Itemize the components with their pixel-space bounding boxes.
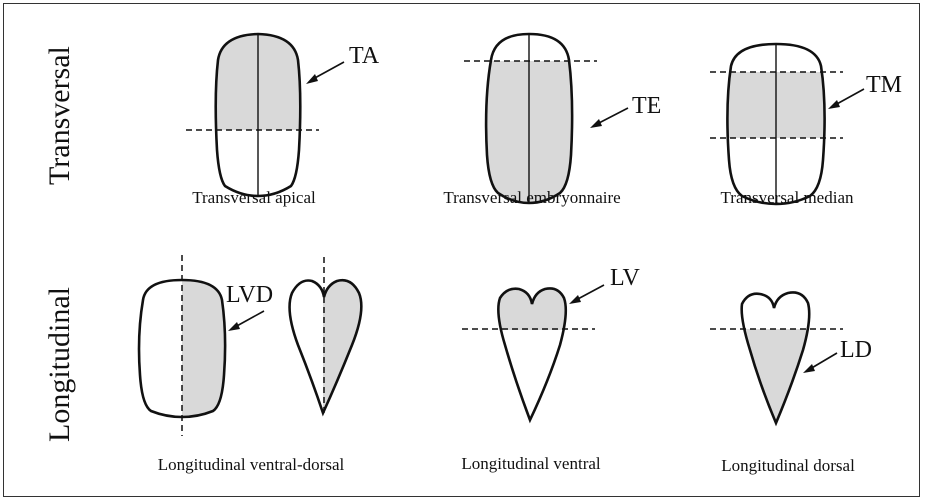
caption-te: Transversal embryonnaire bbox=[443, 188, 620, 207]
code-ta: TA bbox=[349, 43, 380, 69]
code-ld: LD bbox=[840, 337, 872, 363]
caption-lvd: Longitudinal ventral-dorsal bbox=[158, 455, 345, 474]
seed-longitudinal-ventral bbox=[462, 280, 604, 420]
row-title-longitudinal: Longitudinal bbox=[43, 287, 76, 442]
seed-transversal-apical bbox=[186, 20, 344, 196]
seed-transversal-embryonnaire bbox=[464, 34, 628, 211]
pointer-arrow bbox=[576, 285, 604, 300]
pointer-arrow bbox=[313, 62, 344, 79]
pointer-arrow bbox=[810, 353, 837, 369]
code-tm: TM bbox=[866, 72, 902, 98]
seed-transversal-median bbox=[710, 44, 864, 204]
caption-ta: Transversal apical bbox=[192, 188, 316, 207]
caption-lv: Longitudinal ventral bbox=[461, 454, 601, 473]
caption-tm: Transversal median bbox=[721, 188, 854, 207]
caption-ld: Longitudinal dorsal bbox=[721, 456, 855, 475]
row-title-transversal: Transversal bbox=[43, 46, 76, 185]
code-lvd: LVD bbox=[226, 282, 273, 308]
pointer-arrow bbox=[235, 311, 264, 327]
code-te: TE bbox=[632, 93, 661, 119]
code-lv: LV bbox=[610, 265, 640, 291]
pointer-arrow bbox=[835, 89, 864, 105]
seed-longitudinal-dorsal bbox=[710, 292, 843, 429]
pointer-arrow bbox=[597, 108, 628, 124]
